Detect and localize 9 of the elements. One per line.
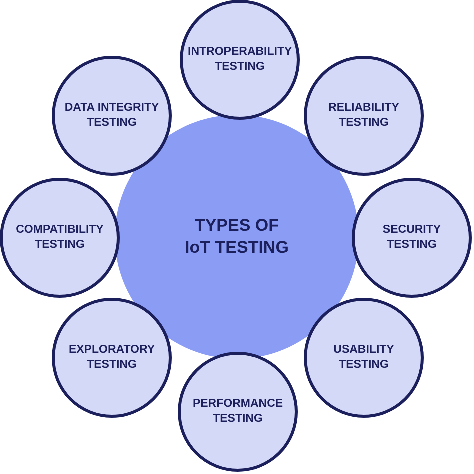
circle-label: TYPES OF IoT TESTING <box>184 215 290 259</box>
circle-label: USABILITY TESTING <box>332 343 396 373</box>
circle-label: EXPLORATORY TESTING <box>68 343 156 373</box>
circle-label: SECURITY TESTING <box>382 223 442 253</box>
circle-label: DATA INTEGRITY TESTING <box>64 101 160 131</box>
circle-label: INTROPERABILITY TESTING <box>188 45 292 75</box>
circle-label: COMPATIBILITY TESTING <box>15 223 105 253</box>
circle-label: PERFORMANCE TESTING <box>192 397 284 427</box>
circle-label: RELIABILITY TESTING <box>328 101 400 131</box>
